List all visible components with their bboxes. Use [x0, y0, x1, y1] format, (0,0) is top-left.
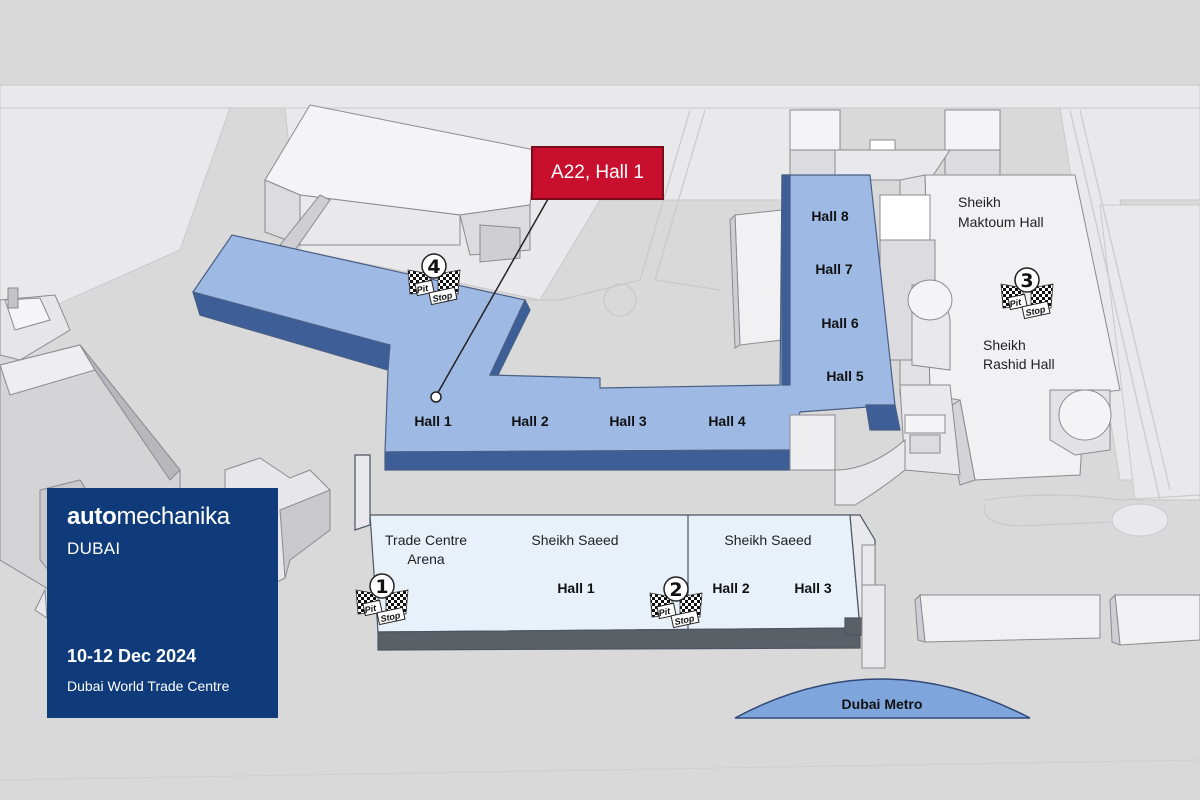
sheikh-halls-complex	[879, 174, 1121, 486]
hall-4-label: Hall 4	[708, 413, 746, 429]
brand-name-bold: auto	[67, 503, 117, 530]
road-loop	[984, 504, 1111, 527]
pit-stop-2-word2: Stop	[674, 613, 696, 627]
pit-stop-3-number: 3	[1020, 270, 1033, 292]
pit-stop-2-number: 2	[669, 579, 682, 601]
pit-stop-3-word1: Pit	[1009, 297, 1023, 309]
hall-2-label: Hall 2	[511, 413, 549, 429]
pit-stop-3: 3 Pit Stop	[1000, 267, 1054, 320]
sheikh-saeed-hall-1-label: Hall 1	[557, 580, 595, 596]
dubai-metro-label: Dubai Metro	[842, 696, 923, 712]
pit-stop-3-word2: Stop	[1025, 304, 1047, 318]
block-far-east	[1099, 204, 1200, 501]
plaza-arc	[834, 438, 906, 506]
booth-pointer-line	[435, 198, 549, 397]
dubai-metro-station	[734, 678, 1031, 719]
exhibition-halls-main	[192, 174, 901, 471]
hall-7-label: Hall 7	[815, 261, 853, 277]
booth-location-marker	[430, 391, 442, 403]
building-hall8-west	[729, 209, 783, 349]
brand-name-light: mechanika	[116, 503, 230, 530]
sheikh-saeed-hall-2-label: Hall 2	[712, 580, 750, 596]
sheikh-saeed-east-title: Sheikh Saeed	[724, 532, 811, 548]
event-venue: Dubai World Trade Centre	[67, 678, 230, 694]
building-south-small	[861, 544, 886, 669]
sheikh-saeed-west-title: Sheikh Saeed	[531, 532, 618, 548]
pit-stop-4-number: 4	[427, 256, 440, 278]
brand-city: DUBAI	[67, 539, 121, 558]
road-lines	[520, 109, 1200, 501]
building-hall-connector	[789, 414, 836, 471]
hall-6-label: Hall 6	[821, 315, 859, 331]
sheikh-saeed-hall-3-label: Hall 3	[794, 580, 832, 596]
hall-1-label: Hall 1	[414, 413, 452, 429]
pit-stop-1: 1 Pit Stop	[355, 573, 409, 626]
hall-5-label: Hall 5	[826, 368, 864, 384]
sheikh-rashid-line1: Sheikh	[983, 337, 1026, 353]
road-north	[0, 84, 1200, 109]
pit-stop-4-word1: Pit	[416, 283, 430, 295]
event-info-panel: automechanika DUBAI 10-12 Dec 2024 Dubai…	[47, 488, 278, 718]
pit-stop-2: 2 Pit Stop	[649, 576, 703, 629]
pit-stop-4-word2: Stop	[432, 290, 454, 304]
buildings-southeast	[914, 593, 1200, 646]
trade-centre-arena-line1: Trade Centre	[385, 532, 467, 548]
sheikh-maktoum-line1: Sheikh	[958, 194, 1001, 210]
building-north	[264, 104, 536, 263]
pit-stop-2-word1: Pit	[658, 606, 672, 618]
pit-stop-1-word2: Stop	[380, 610, 402, 624]
booth-label: A22, Hall 1	[551, 162, 644, 183]
booth-callout: A22, Hall 1	[531, 146, 664, 200]
sheikh-rashid-line2: Rashid Hall	[983, 356, 1055, 372]
building-northeast	[789, 109, 1001, 181]
event-dates: 10-12 Dec 2024	[67, 646, 197, 666]
pit-stop-1-word1: Pit	[364, 603, 378, 615]
pit-stop-4: 4 Pit Stop	[407, 253, 461, 306]
sheikh-maktoum-line2: Maktoum Hall	[958, 214, 1044, 230]
block-northwest	[0, 107, 231, 331]
roundabout-east	[1111, 503, 1169, 537]
pit-stop-1-number: 1	[375, 576, 388, 598]
hall-8-label: Hall 8	[811, 208, 849, 224]
brand-logo-wordmark: automechanika	[67, 503, 230, 531]
road-south	[0, 759, 1200, 781]
hall-3-label: Hall 3	[609, 413, 647, 429]
trade-centre-arena-line2: Arena	[407, 551, 445, 567]
